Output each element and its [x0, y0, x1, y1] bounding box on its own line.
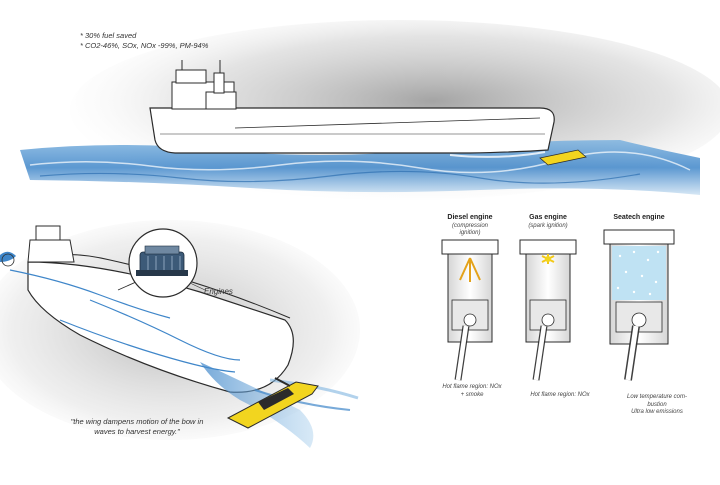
quote-line-1: "the wing dampens motion of the bow in	[70, 417, 204, 426]
seatech-engine-note: Low temperature com- bustion Ultra low e…	[612, 394, 702, 417]
emissions-line: * CO2-46%, SOx, NOx -99%, PM-94%	[80, 40, 209, 50]
quote-line-2: waves to harvest energy."	[94, 426, 180, 436]
gas-cylinder	[519, 239, 577, 381]
gas-engine-note: Hot flame region: NOx	[520, 392, 600, 400]
gas-engine-title: Gas engine	[529, 214, 567, 221]
engines-label: Engines	[204, 287, 233, 296]
gas-note-line-1: Hot flame region: NOx	[530, 392, 590, 398]
fuel-saved-line: * 30% fuel saved	[80, 31, 137, 40]
gas-subtitle-line-1: (spark ignition)	[528, 223, 568, 229]
seatech-note-line-1: Low temperature com-	[626, 394, 688, 400]
diesel-note-line-1: Hot flame region: NOx	[442, 384, 502, 390]
diesel-note-line-2: + smoke	[460, 391, 484, 398]
diesel-cylinder	[441, 239, 499, 381]
diesel-subtitle-line-2: ignition)	[459, 230, 481, 236]
seatech-cylinder	[603, 229, 675, 381]
diesel-engine-subtitle: (compression ignition)	[425, 223, 515, 237]
diesel-engine-note: Hot flame region: NOx + smoke	[432, 384, 512, 399]
top-ship-group	[20, 20, 720, 200]
fuel-savings-note: * 30% fuel saved * CO2-46%, SOx, NOx -99…	[80, 31, 208, 50]
top-ship-hull	[149, 107, 555, 154]
diesel-engine-title: Diesel engine	[447, 214, 493, 221]
seatech-note-line-2: bustion	[647, 401, 667, 408]
bottom-ship-group	[0, 220, 360, 448]
gas-engine-subtitle: (spark ignition)	[503, 223, 593, 230]
top-ship-wing	[539, 149, 587, 166]
wing-quote: "the wing dampens motion of the bow in w…	[42, 417, 232, 436]
engine-comparison	[441, 229, 675, 381]
seatech-engine-title: Seatech engine	[613, 214, 665, 221]
diesel-subtitle-line-1: (compression	[451, 223, 488, 229]
seatech-note-line-3: Ultra low emissions	[631, 409, 683, 415]
